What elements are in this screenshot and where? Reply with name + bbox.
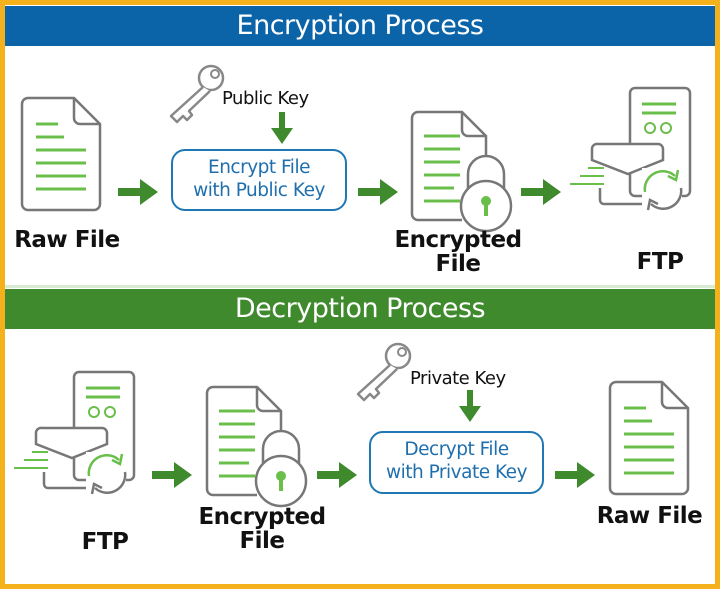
encrypt-file-process-box: Encrypt File with Public Key <box>171 149 347 211</box>
raw-file-document-icon <box>20 96 102 212</box>
decryption-process-banner: Decryption Process <box>5 289 715 329</box>
encrypted-file-label: Encrypted File <box>192 505 332 553</box>
ftp-server-icon <box>568 86 692 214</box>
encrypted-file-locked-document-icon <box>205 385 308 508</box>
private-key-label: Private Key <box>410 368 506 389</box>
arrow-down-icon <box>271 112 293 144</box>
ftp-label: FTP <box>81 529 129 555</box>
raw-file-label: Raw File <box>596 503 703 529</box>
encrypt-line2: with Public Key <box>193 180 325 201</box>
decrypt-line2: with Private Key <box>385 462 528 483</box>
ftp-server-icon <box>12 370 136 498</box>
encrypted-file-label-line1: Encrypted <box>394 227 522 253</box>
raw-file-document-icon <box>608 380 690 496</box>
section-divider <box>5 285 715 288</box>
raw-file-label: Raw File <box>14 227 120 253</box>
public-key-icon <box>169 64 225 124</box>
arrow-right-icon <box>358 179 398 205</box>
encrypted-file-label-line1: Encrypted <box>198 504 326 530</box>
arrow-right-icon <box>152 462 192 488</box>
arrow-right-icon <box>317 462 357 488</box>
decrypt-line1: Decrypt File <box>404 439 509 460</box>
encrypted-file-locked-document-icon <box>410 110 513 233</box>
private-key-icon <box>356 342 412 402</box>
encrypted-file-label-line2: File <box>435 251 481 277</box>
decrypt-file-process-box: Decrypt File with Private Key <box>369 431 544 494</box>
ftp-label: FTP <box>636 249 684 275</box>
arrow-down-icon <box>459 390 481 422</box>
encrypted-file-label: Encrypted File <box>388 228 528 276</box>
encryption-process-banner: Encryption Process <box>5 6 715 46</box>
encrypt-line1: Encrypt File <box>208 157 310 178</box>
public-key-label: Public Key <box>222 88 309 109</box>
arrow-right-icon <box>521 179 561 205</box>
encrypted-file-label-line2: File <box>239 528 285 554</box>
arrow-right-icon <box>118 179 158 205</box>
arrow-right-icon <box>555 462 595 488</box>
